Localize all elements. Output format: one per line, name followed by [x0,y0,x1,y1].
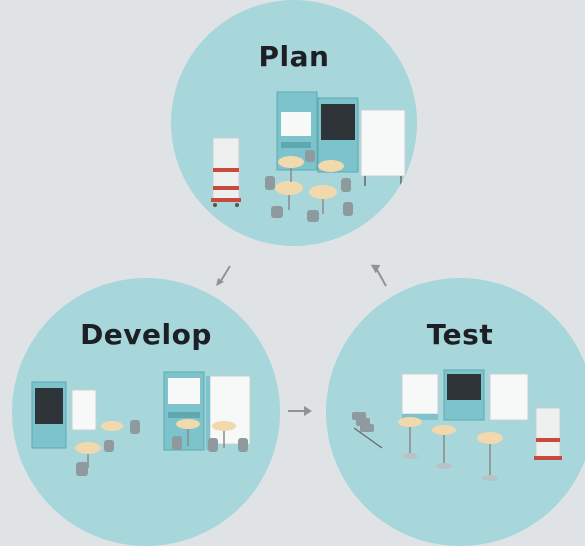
mobile-easel-cart [211,137,241,207]
table-cluster [275,156,344,214]
chair-group [265,150,353,222]
test-furniture-illustration [352,369,562,481]
plan-stage-circle: Plan [171,0,417,246]
test-stage-circle: Test [326,278,585,546]
develop-furniture-illustration [31,371,251,476]
test-stage-title: Test [426,318,494,351]
chair-group [76,420,248,476]
teal-shelving-panel [163,371,205,451]
whiteboard-panel [71,389,97,431]
plan-stage-title: Plan [258,40,330,73]
arrow-up-left-icon [370,264,387,287]
arrow-down-left-icon [216,265,231,286]
whiteboard-panel [489,373,529,421]
whiteboard-panel [360,109,406,186]
whiteboard-panel [206,375,251,450]
mobile-easel-cart [534,407,562,460]
stacked-chairs [352,412,383,449]
develop-stage-title: Develop [80,318,212,351]
table-cluster [75,419,236,468]
display-screen-panel [31,381,67,449]
display-screen-panel [317,97,359,173]
plan-furniture-illustration [211,91,406,222]
standing-table-cluster [398,417,503,481]
develop-stage-circle: Develop [12,278,280,546]
arrow-right-icon [288,406,312,416]
whiteboard-panel [401,373,439,420]
display-screen-panel [443,369,485,421]
